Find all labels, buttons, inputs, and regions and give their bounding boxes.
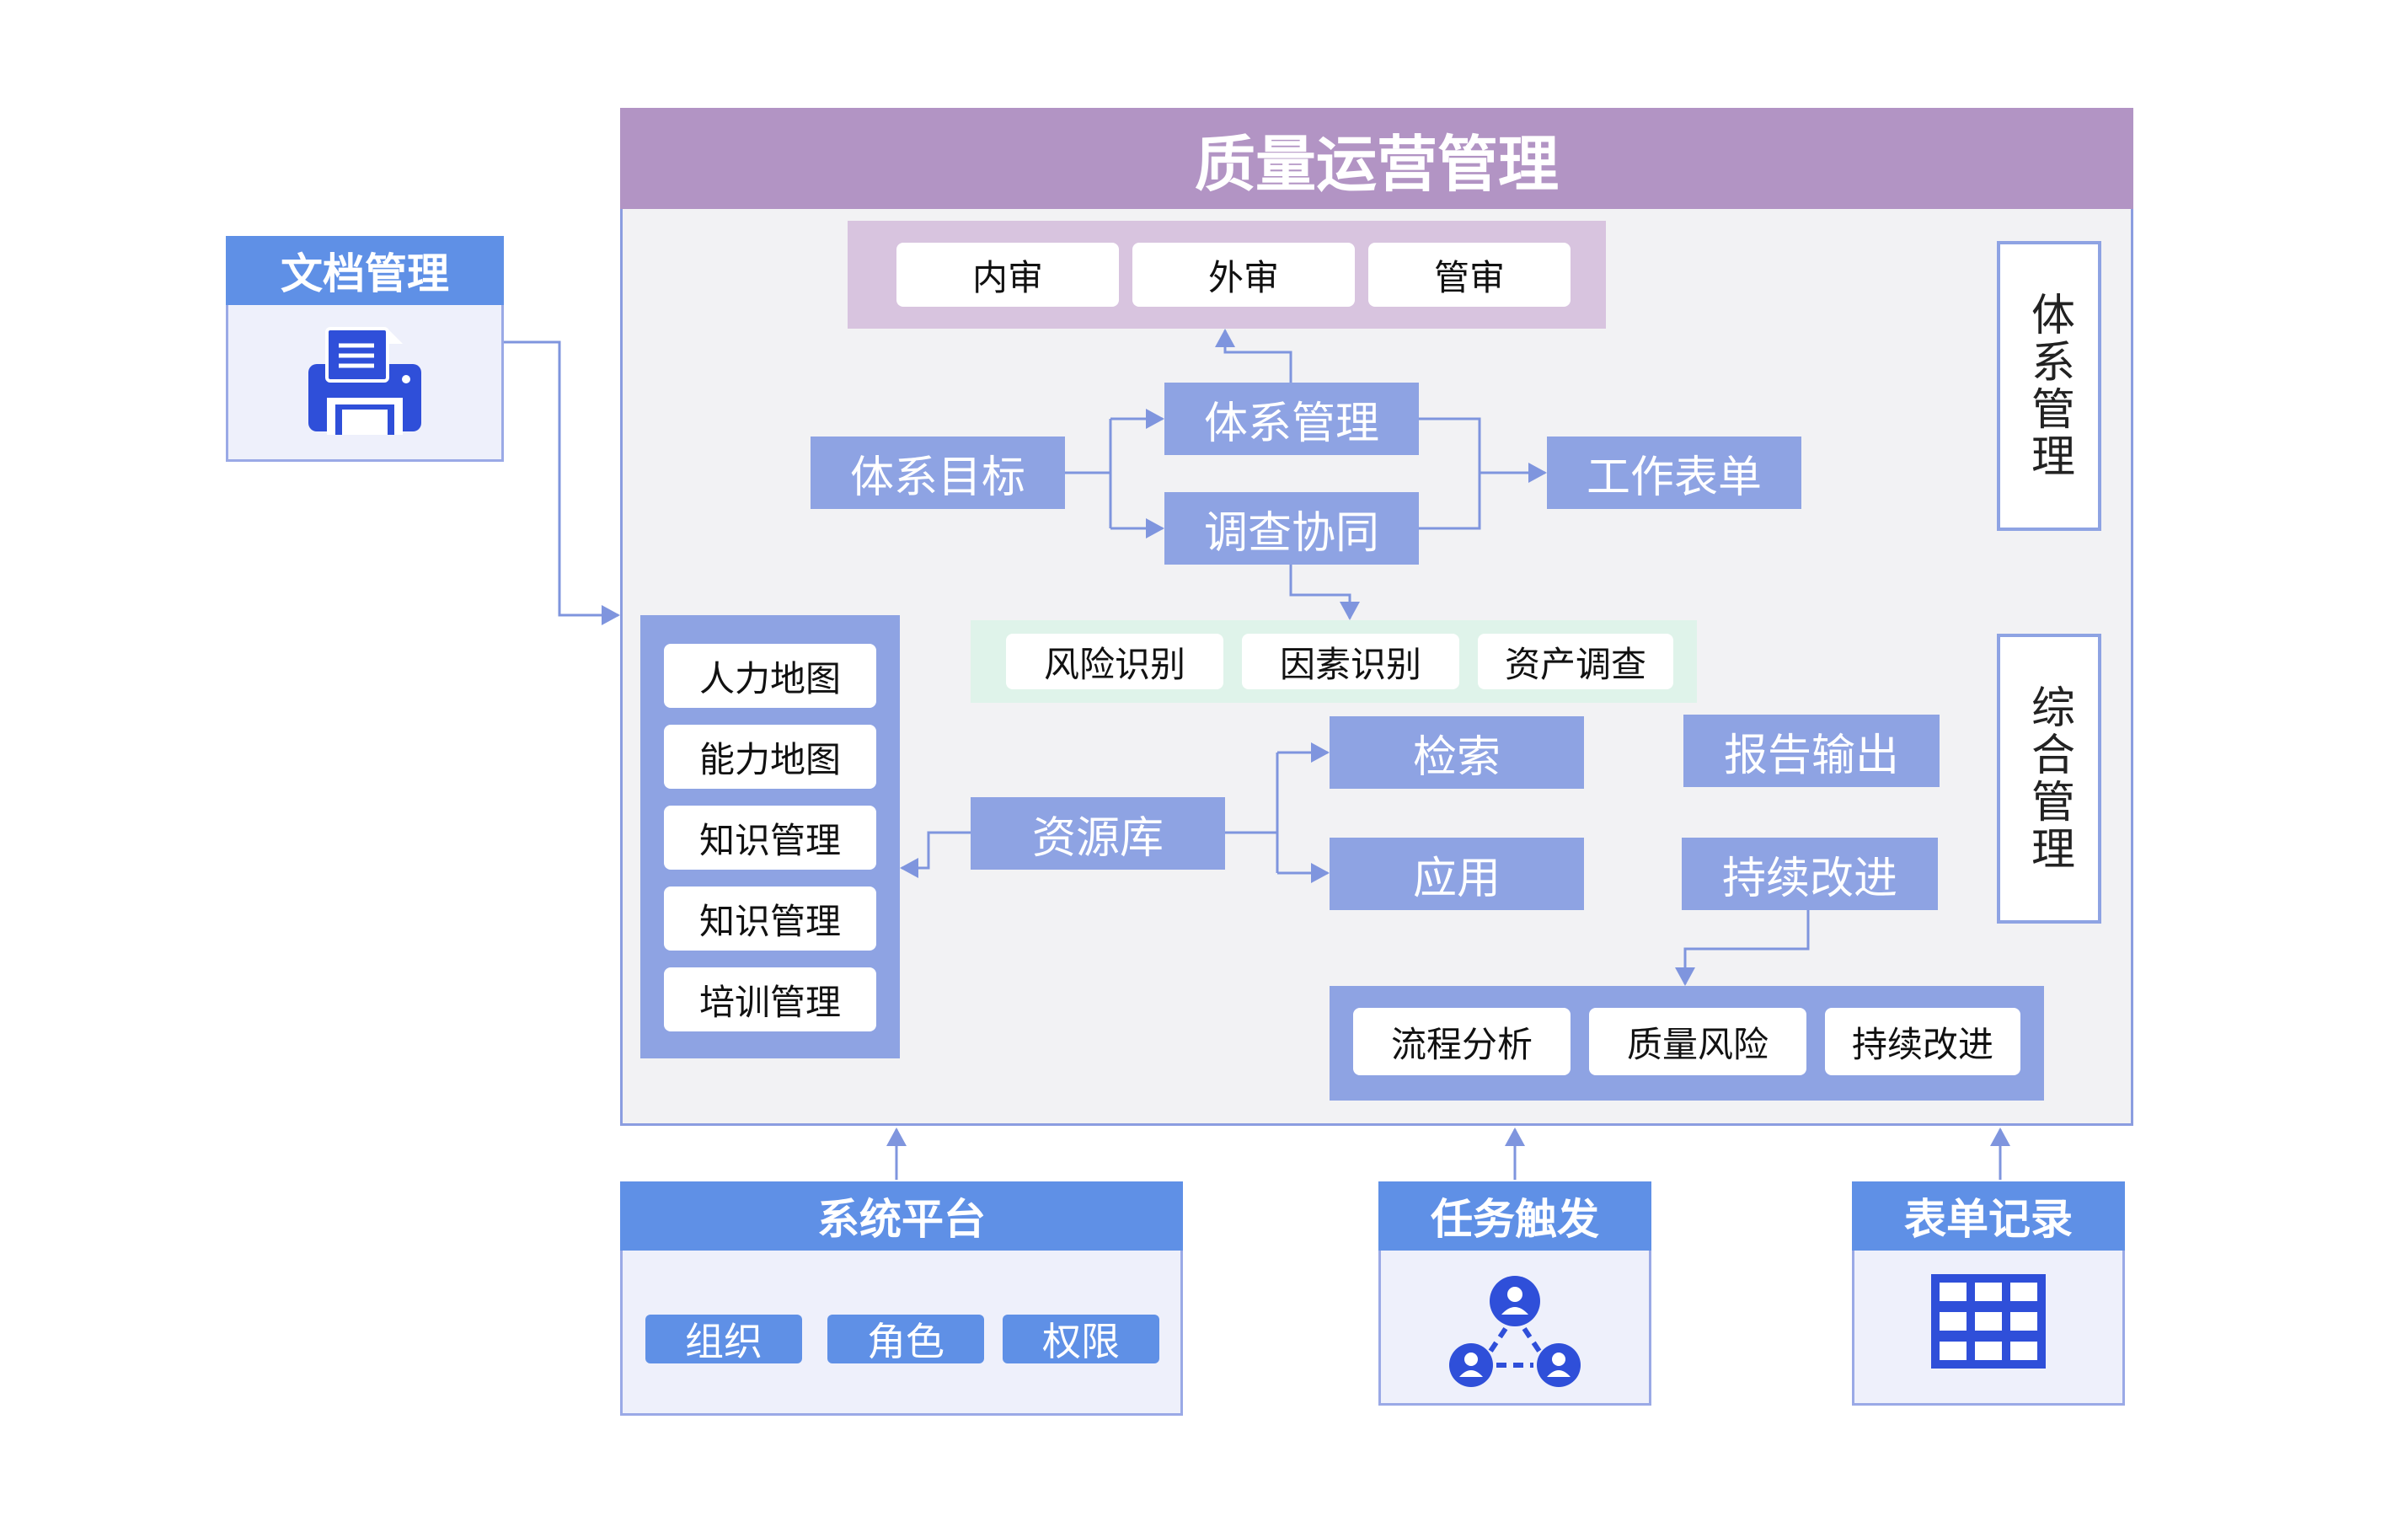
- user-network-icon: [1449, 1276, 1581, 1387]
- factor-identify: 因素识别: [1242, 634, 1459, 689]
- form-card-title: 表单记录: [1852, 1181, 2125, 1251]
- asset-survey: 资产调查: [1478, 634, 1673, 689]
- list-item: 知识管理: [664, 887, 876, 951]
- continuous-improve-item: 持续改进: [1825, 1008, 2020, 1075]
- survey-collab-box: 调查协同: [1164, 492, 1419, 565]
- list-item: 培训管理: [664, 967, 876, 1031]
- list-item: 人力地图: [664, 644, 876, 708]
- integrated-management-label: 综合管理: [1997, 634, 2101, 924]
- system-target-box: 体系目标: [811, 437, 1065, 509]
- resource-library-box: 资源库: [971, 797, 1225, 870]
- audit-external: 外审: [1132, 243, 1355, 307]
- work-form-box: 工作表单: [1547, 437, 1801, 509]
- search-box: 检索: [1330, 716, 1584, 789]
- process-analysis: 流程分析: [1353, 1008, 1571, 1075]
- doc-card-title: 文档管理: [226, 236, 504, 305]
- report-output-box: 报告输出: [1683, 715, 1940, 787]
- system-management-label: 体系管理: [1997, 241, 2101, 531]
- org-pill: 组织: [645, 1315, 802, 1364]
- page-title: 质量运营管理: [620, 108, 2133, 209]
- apply-box: 应用: [1330, 838, 1584, 910]
- system-management-box: 体系管理: [1164, 383, 1419, 455]
- risk-identify: 风险识别: [1006, 634, 1223, 689]
- list-item: 能力地图: [664, 725, 876, 789]
- continuous-improve-box: 持续改进: [1682, 838, 1938, 910]
- table-grid-icon: [1931, 1274, 2046, 1369]
- list-item: 知识管理: [664, 806, 876, 870]
- platform-card-title: 系统平台: [620, 1181, 1183, 1251]
- permission-pill: 权限: [1003, 1315, 1159, 1364]
- audit-management: 管审: [1368, 243, 1571, 307]
- task-card-title: 任务触发: [1378, 1181, 1651, 1251]
- quality-risk: 质量风险: [1589, 1008, 1806, 1075]
- audit-internal: 内审: [896, 243, 1119, 307]
- role-pill: 角色: [827, 1315, 984, 1364]
- printer-icon: [308, 327, 421, 435]
